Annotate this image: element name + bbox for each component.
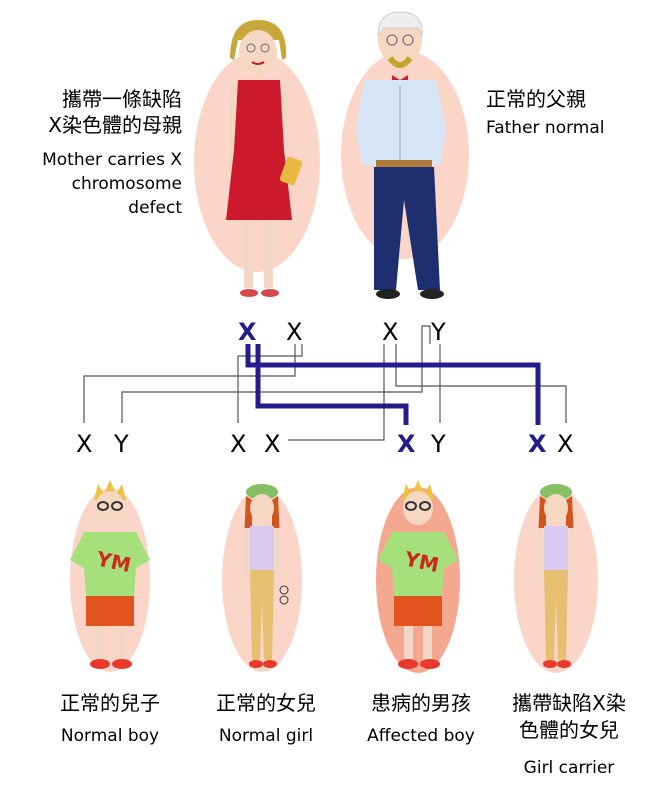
mother-label-en-3: defect bbox=[128, 198, 182, 218]
line-father-y-to-boy bbox=[121, 325, 431, 423]
mother-label-cn-2: X染色體的母親 bbox=[48, 113, 182, 137]
line-defect-to-affected-boy bbox=[255, 344, 409, 425]
normal-girl-label-cn: 正常的女兒 bbox=[216, 691, 316, 715]
normal-boy-figure: YM bbox=[70, 480, 150, 672]
normal-girl-label-en: Normal girl bbox=[218, 726, 314, 746]
affected-boy-chromosome-y: Y bbox=[430, 430, 446, 458]
normal-boy-label-en: Normal boy bbox=[60, 726, 160, 746]
affected-boy-figure: YM bbox=[376, 480, 460, 673]
mother-chromosome-x-defect: X bbox=[238, 318, 257, 346]
normal-boy-label-cn: 正常的兒子 bbox=[60, 691, 160, 715]
mother-figure bbox=[194, 20, 320, 297]
mother-label-en-2: chromosome bbox=[71, 174, 182, 194]
normal-boy-chromosome-x: X bbox=[76, 430, 92, 458]
normal-girl-chromosome-x-1: X bbox=[230, 430, 246, 458]
normal-girl-figure bbox=[222, 484, 302, 672]
mother-label-cn-1: 攜帶一條缺陷 bbox=[62, 87, 182, 111]
girl-carrier-figure bbox=[514, 484, 598, 673]
mother-chromosome-x: X bbox=[286, 318, 302, 346]
girl-carrier-label-cn-1: 攜帶缺陷X染 bbox=[512, 691, 626, 715]
girl-carrier-label-en: Girl carrier bbox=[523, 758, 615, 778]
normal-boy-chromosome-y: Y bbox=[113, 430, 129, 458]
affected-boy-chromosome-x-defect: X bbox=[397, 430, 416, 458]
line-mother-x2-to-girl bbox=[237, 344, 303, 423]
father-label-en: Father normal bbox=[486, 118, 605, 138]
line-father-x-to-girl bbox=[288, 344, 385, 441]
inheritance-lines bbox=[83, 325, 567, 441]
line-mother-x2-to-boy bbox=[83, 344, 296, 423]
father-label-cn: 正常的父親 bbox=[486, 87, 586, 111]
father-figure bbox=[341, 11, 469, 299]
girl-carrier-label-cn-2: 色體的女兒 bbox=[519, 718, 619, 742]
father-chromosome-y: Y bbox=[430, 318, 446, 346]
normal-girl-chromosome-x-2: X bbox=[264, 430, 280, 458]
girl-carrier-chromosome-x: X bbox=[557, 430, 573, 458]
father-chromosome-x: X bbox=[382, 318, 398, 346]
line-defect-to-girl-carrier bbox=[245, 344, 541, 425]
mother-label-en-1: Mother carries X bbox=[42, 150, 182, 170]
girl-carrier-chromosome-x-defect: X bbox=[528, 430, 547, 458]
affected-boy-label-en: Affected boy bbox=[367, 726, 475, 746]
affected-boy-label-cn: 患病的男孩 bbox=[371, 691, 471, 715]
